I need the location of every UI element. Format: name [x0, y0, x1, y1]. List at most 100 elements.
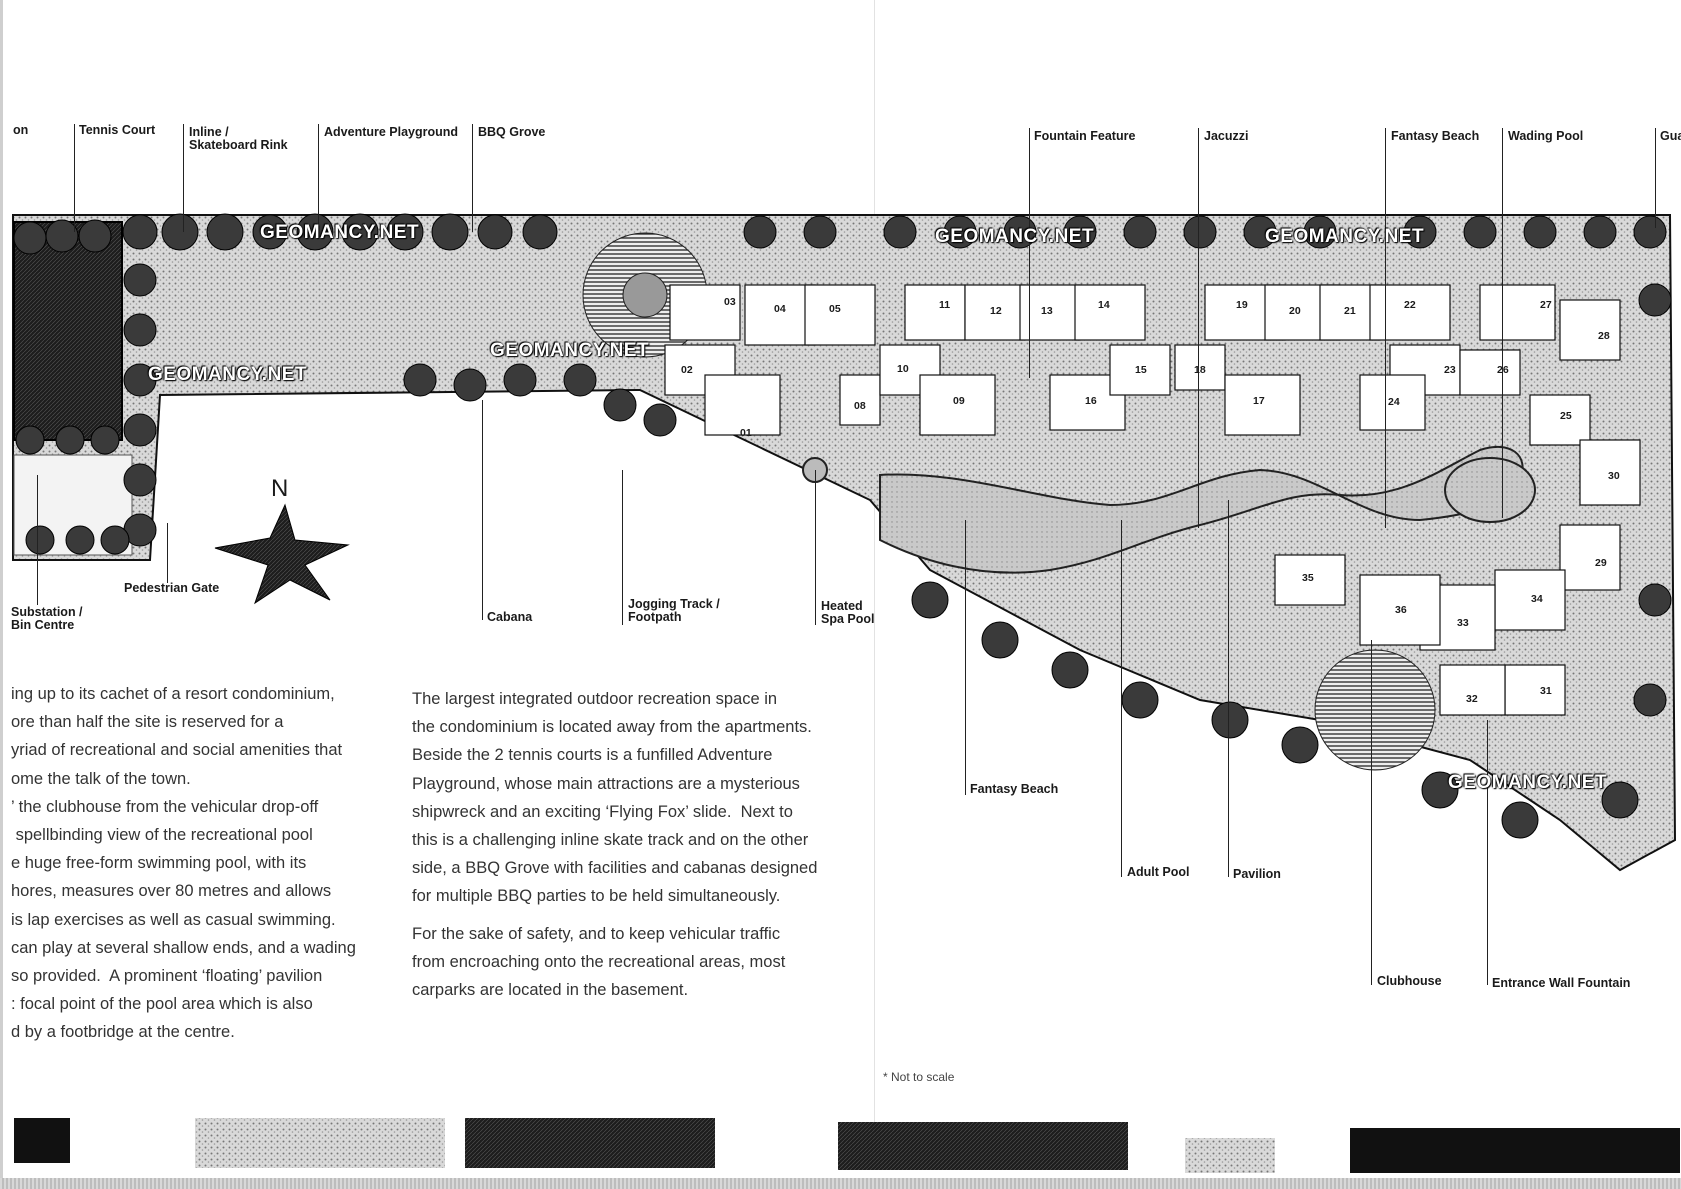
- unit-number: 21: [1344, 305, 1356, 317]
- watermark: GEOMANCY.NET: [260, 222, 420, 243]
- unit-number: 33: [1457, 617, 1469, 629]
- clubhouse-arc-deck: [1314, 649, 1436, 771]
- tree-border: [13, 213, 1672, 839]
- label-inline-skateboard-rink: Inline / Skateboard Rink: [189, 125, 288, 152]
- watermark: GEOMANCY.NET: [148, 364, 308, 385]
- strip-image-2: [195, 1118, 445, 1168]
- unit-number: 16: [1085, 395, 1097, 407]
- unit-number: 12: [990, 305, 1002, 317]
- label-fountain-feature: Fountain Feature: [1034, 129, 1136, 143]
- unit-number: 17: [1253, 395, 1265, 407]
- strip-image-6: [1350, 1128, 1680, 1173]
- unit-number: 35: [1302, 572, 1314, 584]
- label-pavilion: Pavilion: [1233, 867, 1281, 881]
- leader-pavilion: [1228, 500, 1229, 877]
- left-paragraph: ing up to its cachet of a resort condomi…: [11, 685, 356, 1042]
- scan-edge-bottom: [0, 1178, 1681, 1189]
- compass-north-label: N: [271, 475, 289, 502]
- unit-number: 01: [740, 427, 752, 439]
- unit-number: 22: [1404, 299, 1416, 311]
- unit-number: 26: [1497, 364, 1509, 376]
- leader-bbq: [472, 124, 473, 232]
- label-cabana: Cabana: [487, 610, 533, 624]
- watermark: GEOMANCY.NET: [1265, 226, 1425, 247]
- unit-number: 09: [953, 395, 965, 407]
- leader-tennis: [74, 124, 75, 232]
- unit-number: 15: [1135, 364, 1147, 376]
- leader-fountain: [1029, 128, 1030, 378]
- leader-adult: [1121, 520, 1122, 877]
- label-jogging-track: Jogging Track / Footpath: [628, 597, 720, 624]
- label-jacuzzi: Jacuzzi: [1204, 129, 1249, 143]
- strip-image-4: [838, 1122, 1128, 1170]
- leader-fantasy-bottom: [965, 520, 966, 795]
- unit-number: 25: [1560, 410, 1572, 422]
- label-pedestrian-gate: Pedestrian Gate: [124, 581, 220, 595]
- leader-spa: [815, 470, 816, 625]
- label-bbq-grove: BBQ Grove: [478, 125, 546, 139]
- unit-number: 31: [1540, 685, 1552, 697]
- unit-number: 10: [897, 363, 909, 375]
- leader-wading: [1502, 128, 1503, 518]
- leader-fantasy-top: [1385, 128, 1386, 528]
- label-substation-bin-centre: Substation / Bin Centre: [11, 605, 83, 632]
- strip-image-5: [1185, 1138, 1275, 1173]
- tennis-court: [13, 221, 123, 441]
- strip-image-1: [14, 1118, 70, 1163]
- label-fantasy-beach-bottom: Fantasy Beach: [970, 782, 1059, 796]
- leader-pedestrian: [167, 523, 168, 583]
- label-entrance-wall-fountain: Entrance Wall Fountain: [1492, 976, 1631, 990]
- unit-number: 23: [1444, 364, 1456, 376]
- leader-cabana: [482, 400, 483, 620]
- label-tennis-court: Tennis Court: [79, 123, 156, 137]
- leader-adventure: [318, 124, 319, 232]
- strip-image-3: [465, 1118, 715, 1168]
- unit-number: 19: [1236, 299, 1248, 311]
- unit-number: 14: [1098, 299, 1110, 311]
- unit-number: 05: [829, 303, 841, 315]
- leader-inline: [183, 124, 184, 232]
- unit-number: 30: [1608, 470, 1620, 482]
- label-heated-spa-pool: Heated Spa Pool: [821, 599, 875, 626]
- unit-number: 04: [774, 303, 786, 315]
- unit-number: 02: [681, 364, 693, 376]
- page-fold: [874, 0, 875, 1160]
- unit-number: 08: [854, 400, 866, 412]
- unit-number: 18: [1194, 364, 1206, 376]
- unit-number: 11: [939, 299, 951, 311]
- leader-jogging: [622, 470, 623, 625]
- leader-gua: [1655, 128, 1656, 228]
- unit-number: 24: [1388, 396, 1400, 408]
- label-wading-pool: Wading Pool: [1508, 129, 1584, 143]
- unit-number: 27: [1540, 299, 1552, 311]
- wading-pool: [1444, 457, 1536, 523]
- label-fantasy-beach-top: Fantasy Beach: [1391, 129, 1480, 143]
- unit-number: 03: [724, 296, 736, 308]
- label-clubhouse: Clubhouse: [1377, 974, 1442, 988]
- middle-paragraph-1: The largest integrated outdoor recreatio…: [412, 690, 818, 906]
- scan-edge-left: [0, 0, 3, 1189]
- unit-number: 34: [1531, 593, 1543, 605]
- leader-substation: [37, 475, 38, 605]
- unit-number: 36: [1395, 604, 1407, 616]
- label-on: on: [13, 123, 29, 137]
- watermark: GEOMANCY.NET: [935, 226, 1095, 247]
- label-adventure-playground: Adventure Playground: [324, 125, 459, 139]
- middle-paragraph-2: For the sake of safety, and to keep vehi…: [412, 925, 786, 1000]
- watermark: GEOMANCY.NET: [490, 340, 650, 361]
- unit-number: 13: [1041, 305, 1053, 317]
- unit-number: 28: [1598, 330, 1610, 342]
- leader-clubhouse: [1371, 640, 1372, 985]
- label-gua: Gua: [1660, 129, 1681, 143]
- leader-entrance: [1487, 720, 1488, 985]
- watermark: GEOMANCY.NET: [1448, 772, 1608, 793]
- scale-note: * Not to scale: [883, 1070, 955, 1084]
- adult-pool: [879, 445, 1524, 574]
- unit-number: 20: [1289, 305, 1301, 317]
- compass-star: [214, 503, 350, 605]
- unit-number: 29: [1595, 557, 1607, 569]
- unit-number: 32: [1466, 693, 1478, 705]
- apartment-blocks: [664, 284, 1641, 716]
- label-adult-pool: Adult Pool: [1127, 865, 1190, 879]
